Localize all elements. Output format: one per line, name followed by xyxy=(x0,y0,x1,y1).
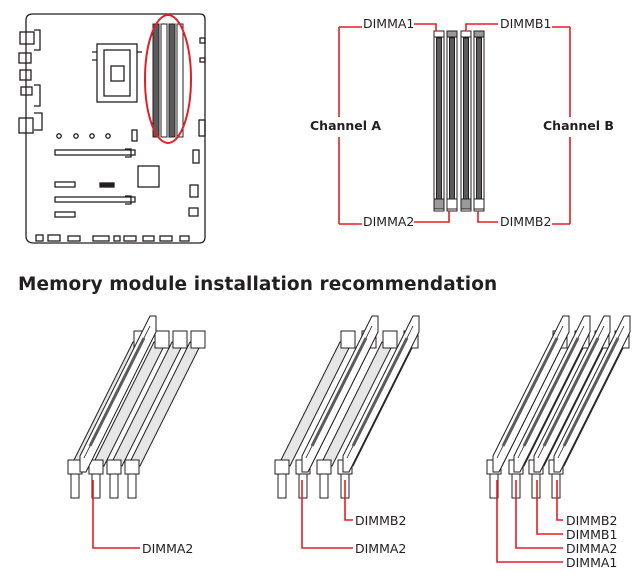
config-four-modules xyxy=(486,314,632,563)
config2-label-dimma2: DIMMA2 xyxy=(355,541,407,556)
dimm-highlight-ellipse xyxy=(144,14,192,144)
config1-label-dimma2: DIMMA2 xyxy=(142,541,194,556)
config4-label-dimma1: DIMMA1 xyxy=(566,555,618,570)
label-channel-a: Channel A xyxy=(310,118,382,133)
config-two-modules xyxy=(274,314,421,549)
label-dimma1: DIMMA1 xyxy=(363,16,415,31)
label-dimmb2: DIMMB2 xyxy=(500,214,552,229)
label-channel-b: Channel B xyxy=(543,118,614,133)
label-dimmb1: DIMMB1 xyxy=(500,16,552,31)
motherboard-outline xyxy=(18,13,206,244)
motherboard-dimm-slots xyxy=(152,23,184,138)
config4-label-dimmb2: DIMMB2 xyxy=(566,513,618,528)
config4-label-dimmb1: DIMMB1 xyxy=(566,527,618,542)
label-dimma2: DIMMA2 xyxy=(363,214,415,229)
page-heading: Memory module installation recommendatio… xyxy=(18,274,498,295)
config-one-module xyxy=(67,314,206,549)
slot-diagram xyxy=(338,23,571,225)
config2-label-dimmb2: DIMMB2 xyxy=(355,513,407,528)
config4-label-dimma2: DIMMA2 xyxy=(566,541,618,556)
